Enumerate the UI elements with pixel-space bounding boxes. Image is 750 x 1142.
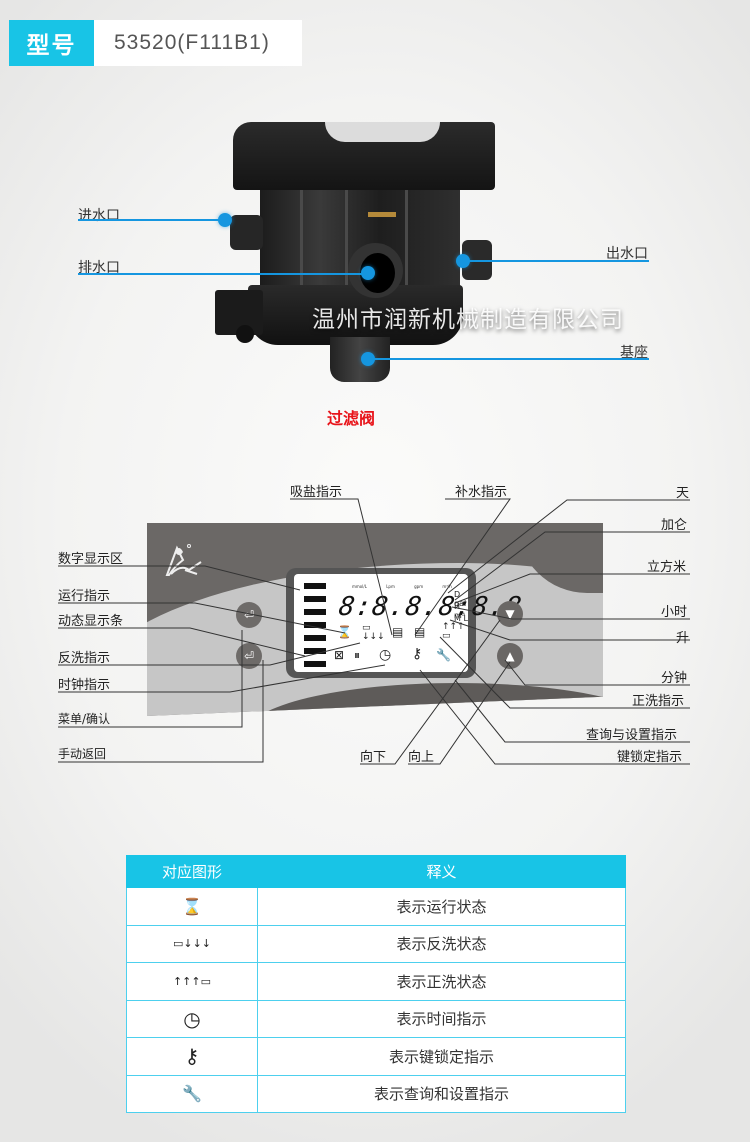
label-query-setting-indicator: 查询与设置指示 [586, 728, 678, 743]
callout-label-inlet: 进水口 [78, 208, 120, 224]
label-rinse-indicator: 正洗指示 [632, 694, 685, 709]
label-dynamic-bar: 动态显示条 [58, 614, 124, 629]
rinse-icon: ↑↑↑▭ [126, 962, 258, 1001]
valve-rib [405, 190, 408, 295]
table-row: ⚷ 表示键锁定指示 [126, 1037, 626, 1076]
label-key-lock-indicator: 键锁定指示 [617, 750, 683, 765]
label-backwash-indicator: 反洗指示 [58, 651, 111, 666]
brine-draw-icon: ▤ [392, 625, 404, 639]
icon-meaning-table: 对应图形 释义 ⌛ 表示运行状态 ▭↓↓↓ 表示反洗状态 ↑↑↑▭ 表示正洗状态… [126, 855, 626, 1113]
table-row: ▭↓↓↓ 表示反洗状态 [126, 924, 626, 963]
lcd-units: mmol/L Lpm gpm m³/h [352, 584, 452, 589]
table-row: ◷ 表示时间指示 [126, 999, 626, 1038]
lcd-digits: 8:8.8.8:8.8 [336, 592, 525, 622]
meaning-cell: 表示查询和设置指示 [257, 1074, 626, 1113]
menu-enter-button[interactable]: ⏎ [236, 602, 262, 628]
label-up: 向上 [408, 750, 435, 765]
model-value: 53520(F111B1) [94, 20, 302, 66]
label-down: 向下 [360, 750, 387, 765]
key-lock-icon: ⚷ [126, 1037, 258, 1076]
callout-line-base [368, 358, 649, 360]
header-icon: 对应图形 [126, 855, 258, 888]
valve-inlet-port [230, 215, 263, 250]
label-clock-indicator: 时钟指示 [58, 678, 111, 693]
label-brine-draw: 吸盐指示 [290, 485, 343, 500]
down-button[interactable]: ▼ [497, 601, 523, 627]
manual-regen-button[interactable]: ⏎ [236, 643, 262, 669]
label-minute: 分钟 [661, 671, 688, 686]
hourglass-icon: ⌛ [337, 625, 352, 639]
dynamic-bar [304, 609, 326, 615]
dynamic-bar [304, 635, 326, 641]
pause-icon: ⏸ [354, 648, 361, 662]
clock-icon: ◷ [379, 647, 392, 663]
label-gallon: 加仑 [661, 518, 688, 533]
manual-return-icon: ⏎ [243, 649, 255, 663]
model-tag: 型号 53520(F111B1) [9, 20, 302, 66]
callout-label-drain: 排水口 [78, 260, 120, 276]
dynamic-bar [304, 648, 326, 654]
key-lock-icon: ⚷ [412, 646, 423, 662]
label-digital-display: 数字显示区 [58, 552, 124, 567]
header-meaning: 释义 [257, 855, 626, 888]
valve-rib [345, 190, 348, 295]
meaning-cell: 表示时间指示 [257, 999, 626, 1038]
callout-dot-inlet [218, 213, 232, 227]
dynamic-bar [304, 596, 326, 602]
callout-dot-outlet [456, 254, 470, 268]
callout-line-drain [78, 273, 370, 275]
meaning-cell: 表示反洗状态 [257, 924, 626, 963]
product-caption: 过滤阀 [327, 409, 376, 428]
label-refill: 补水指示 [455, 485, 508, 500]
label-liter: 升 [676, 631, 690, 646]
table-row: ⌛ 表示运行状态 [126, 887, 626, 926]
refill-icon: ▤ [414, 625, 426, 639]
chart-box-icon: ⊠ [334, 648, 345, 662]
hourglass-icon: ⌛ [126, 887, 258, 926]
rinse-icon: ↑↑↑▭ [442, 622, 465, 641]
callout-dot-drain [361, 266, 375, 280]
down-arrow-icon: ▼ [505, 607, 515, 621]
valve-top-notch [325, 122, 440, 142]
valve-bolt [236, 325, 254, 343]
wrench-settings-icon: 🔧 [126, 1074, 258, 1113]
model-key: 型号 [9, 20, 94, 66]
callout-dot-base [361, 352, 375, 366]
lcd-screen: mmol/L Lpm gpm m³/h 8:8.8.8:8.8 D gal H … [294, 574, 524, 672]
label-cubic-meter: 立方米 [647, 560, 687, 575]
up-arrow-icon: ▲ [505, 649, 515, 663]
valve-base [248, 285, 463, 345]
meaning-cell: 表示键锁定指示 [257, 1037, 626, 1076]
callout-line-inlet [78, 219, 226, 221]
valve-label [368, 212, 396, 217]
label-running-indicator: 运行指示 [58, 589, 111, 604]
meaning-cell: 表示运行状态 [257, 887, 626, 926]
label-menu-confirm: 菜单/确认 [58, 712, 111, 726]
callout-line-outlet [463, 260, 649, 262]
backwash-icon: ▭↓↓↓ [126, 924, 258, 963]
up-button[interactable]: ▲ [497, 643, 523, 669]
company-watermark: 温州市润新机械制造有限公司 [312, 307, 624, 333]
callout-label-outlet: 出水口 [606, 246, 648, 262]
label-hour: 小时 [661, 605, 688, 620]
valve-rib [300, 190, 303, 295]
label-day: 天 [676, 486, 690, 501]
clock-icon: ◷ [126, 999, 258, 1038]
table-header-row: 对应图形 释义 [126, 855, 626, 888]
dynamic-bar [304, 622, 326, 628]
dynamic-bar [304, 661, 326, 667]
meaning-cell: 表示正洗状态 [257, 962, 626, 1001]
valve-product-image [200, 115, 500, 385]
callout-label-base: 基座 [620, 345, 648, 361]
dynamic-bar [304, 583, 326, 589]
lcd-display: mmol/L Lpm gpm m³/h 8:8.8.8:8.8 D gal H … [286, 568, 524, 678]
brand-logo-icon [165, 544, 202, 576]
table-row: 🔧 表示查询和设置指示 [126, 1074, 626, 1113]
label-manual-return: 手动返回 [58, 747, 107, 761]
table-row: ↑↑↑▭ 表示正洗状态 [126, 962, 626, 1001]
wrench-settings-icon: 🔧 [436, 648, 451, 662]
backwash-icon: ▭↓↓↓ [362, 623, 385, 642]
menu-enter-icon: ⏎ [243, 608, 255, 622]
